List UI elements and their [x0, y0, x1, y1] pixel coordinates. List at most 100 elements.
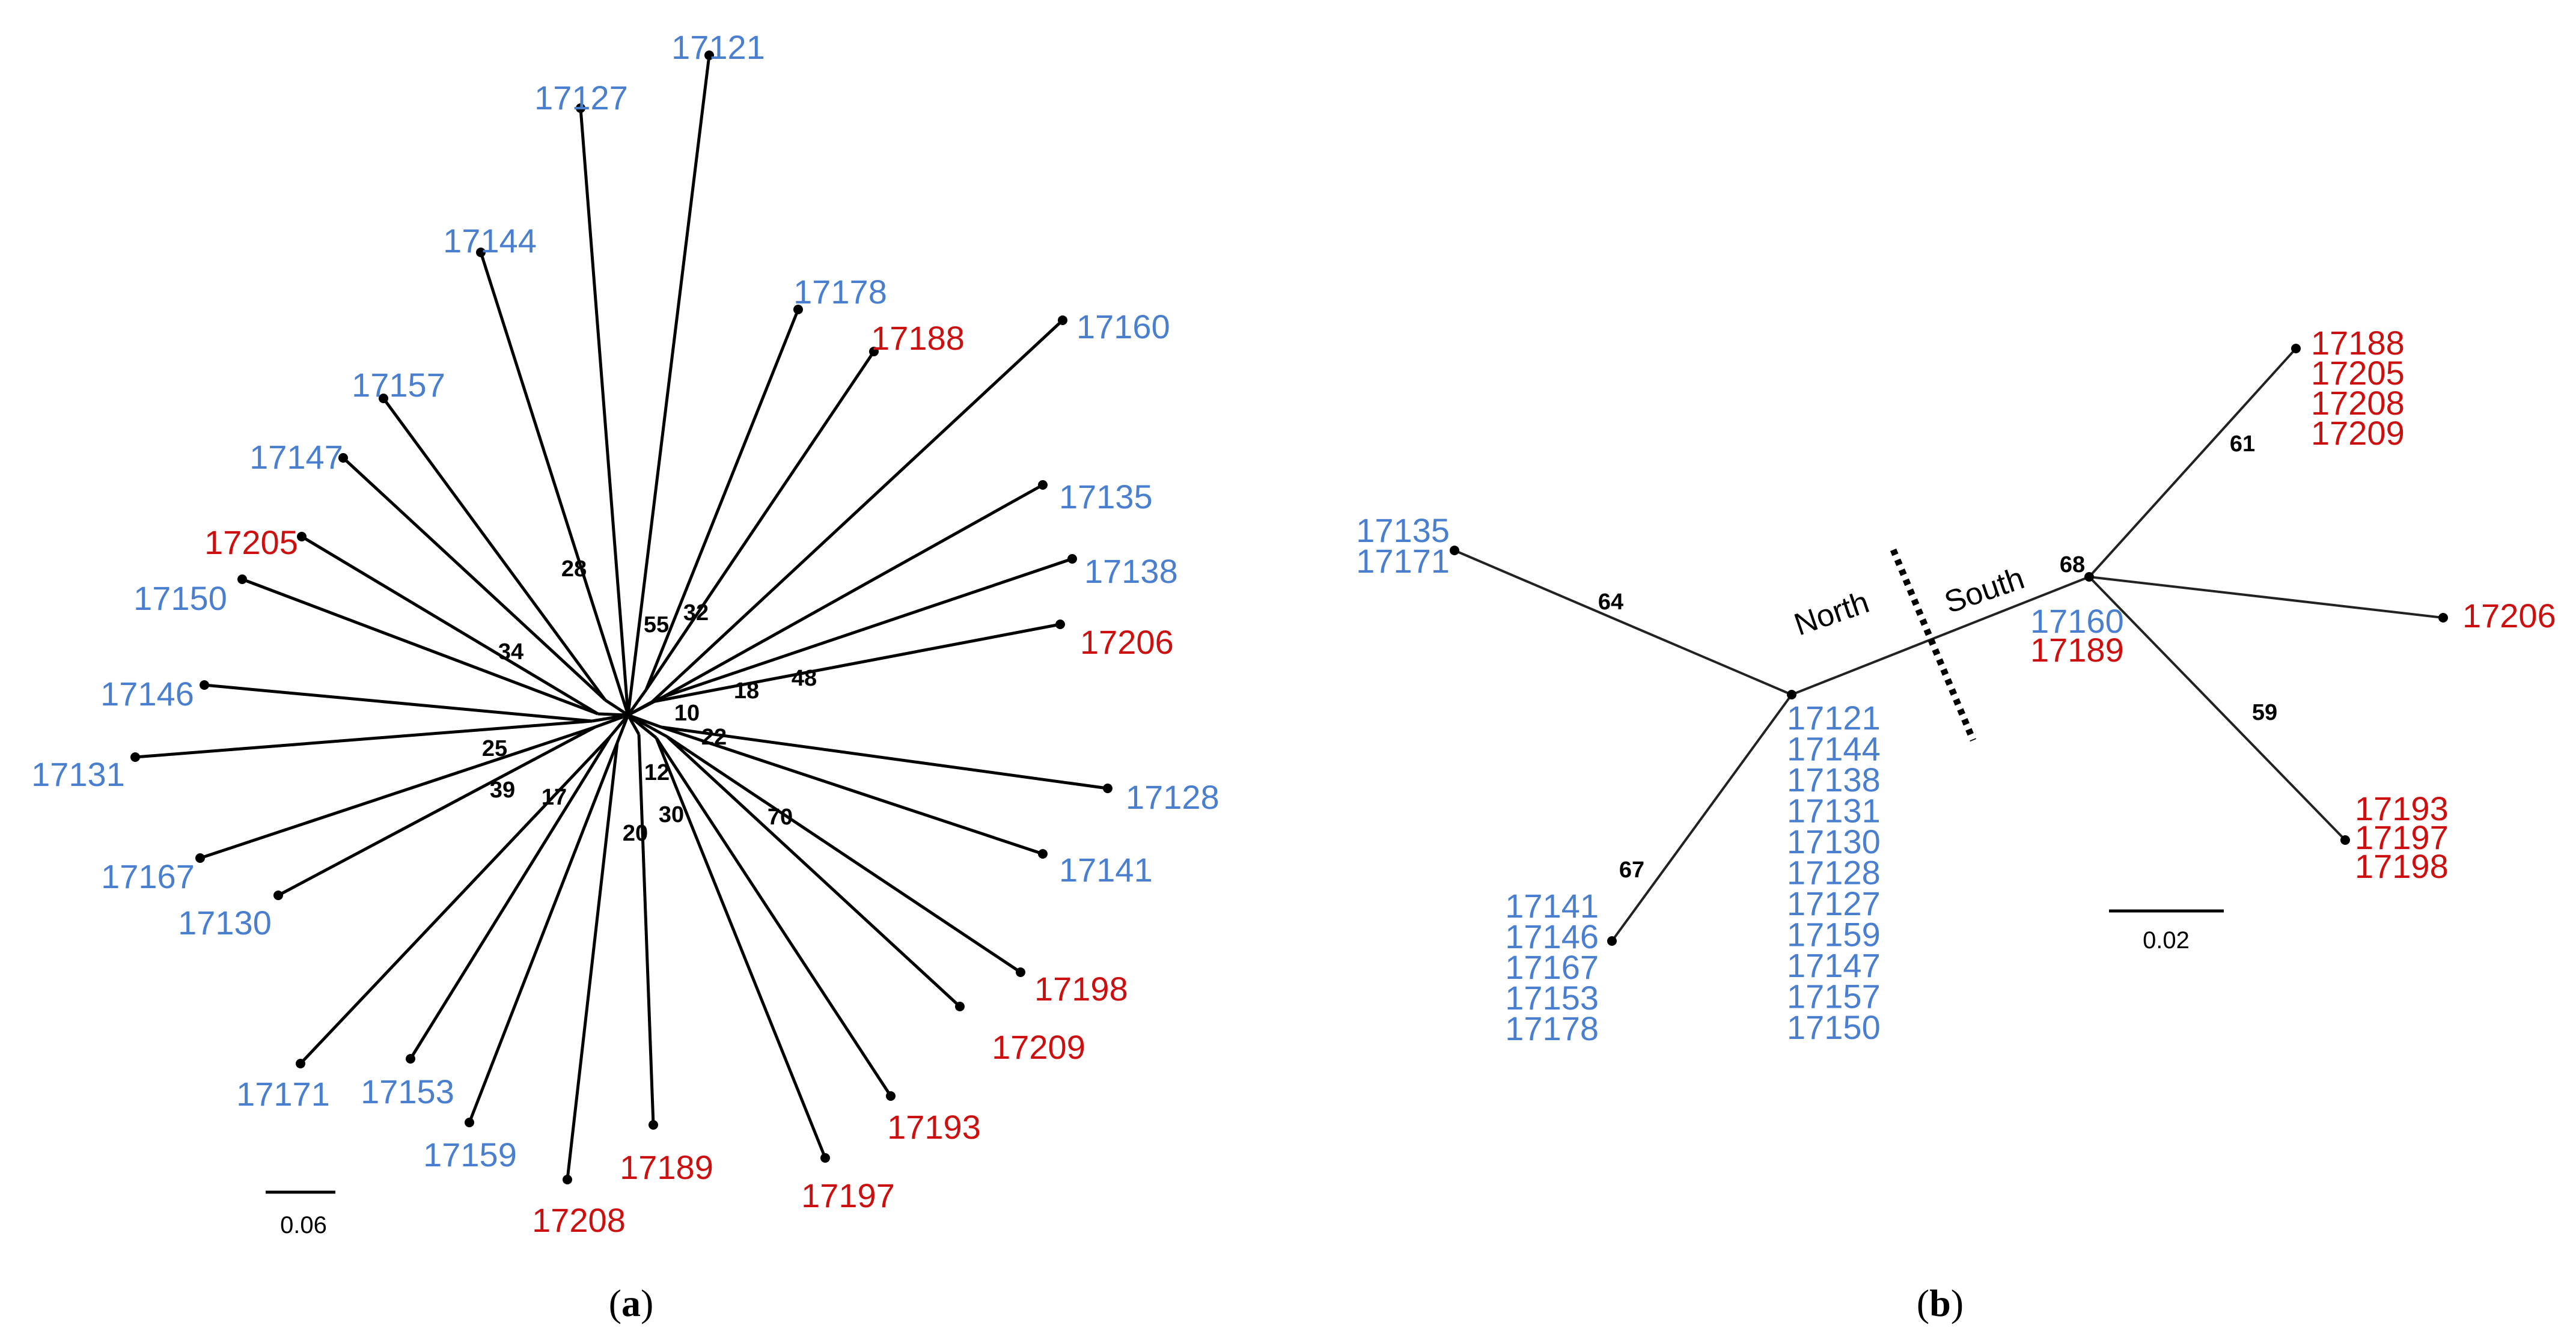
label-stack-north-node: 1712117144171381713117130171281712717159…: [1787, 699, 1881, 1046]
tip-label: 17131: [1787, 792, 1881, 830]
tip-label: 17205: [2311, 354, 2405, 392]
bootstrap-value: 67: [1619, 857, 1644, 883]
tip-node-17135: [1038, 480, 1048, 490]
tip-label: 17141: [1505, 887, 1599, 925]
tip-label: 17127: [1787, 885, 1881, 922]
tip-node-17141: [1038, 849, 1048, 859]
tip-node-17197: [820, 1153, 830, 1163]
branch-right-lower: [2088, 576, 2346, 841]
branch-left-lower: [1611, 693, 1793, 942]
branch-17198: [666, 735, 1022, 974]
tip-label: 17150: [1787, 1008, 1881, 1046]
tip-label: 17167: [101, 857, 195, 895]
tip-node-17189: [649, 1120, 658, 1130]
panel-a-branches: [135, 55, 1108, 1180]
tip-label: 17144: [1787, 730, 1881, 768]
branch-17127: [579, 108, 630, 716]
bootstrap-value: 61: [2230, 431, 2255, 457]
tip-node-17159: [465, 1118, 474, 1127]
tip-label: 17209: [992, 1028, 1085, 1066]
tip-node-17130: [273, 891, 283, 900]
branch-17141: [661, 725, 1043, 856]
branch-internal-n70: [627, 713, 668, 738]
branch-internal-n20: [615, 714, 630, 743]
bootstrap-value: 70: [768, 805, 793, 830]
tip-node-17167: [195, 853, 205, 863]
bootstrap-value: 17: [542, 785, 567, 810]
branch-17206: [652, 623, 1061, 704]
scale-bar-label: 0.02: [2143, 927, 2190, 954]
branch-17130: [277, 725, 596, 897]
tip-node-17209: [955, 1002, 965, 1011]
tip-node-right_mid: [2438, 613, 2448, 623]
tip-node-17150: [237, 574, 247, 584]
tip-label: 17147: [249, 438, 343, 476]
bootstrap-value: 32: [683, 600, 709, 626]
tip-label: 17157: [1787, 978, 1881, 1016]
tip-node-17131: [130, 752, 140, 762]
branch-17209: [666, 735, 961, 1008]
tip-label: 17189: [2030, 631, 2124, 669]
branch-north-south: [1791, 576, 2090, 696]
branch-17159: [468, 742, 619, 1123]
tip-label: 17141: [1059, 851, 1153, 889]
tip-label: 17178: [793, 273, 887, 311]
tip-label: 17188: [871, 319, 965, 357]
tip-node-17153: [406, 1054, 415, 1064]
panel-b-tips: [1450, 344, 2448, 946]
tip-node-right_upper: [2291, 344, 2301, 353]
tip-label: 17121: [671, 28, 765, 66]
tip-label: 17209: [2311, 414, 2405, 452]
north-south-divider: [1890, 548, 1977, 742]
tip-label: 17131: [31, 755, 125, 793]
panel-b-branches: [1454, 347, 2444, 942]
branch-17193: [655, 737, 893, 1097]
tip-label: 17159: [1787, 916, 1881, 954]
tip-label: 17193: [2355, 790, 2449, 827]
branch-17146: [204, 683, 593, 723]
north-label: North: [1790, 585, 1873, 642]
bootstrap-value: 68: [2060, 552, 2085, 577]
tip-node-17193: [886, 1091, 896, 1101]
tip-label: 17189: [620, 1148, 713, 1186]
bootstrap-value: 25: [482, 736, 507, 761]
tip-label: 17128: [1126, 778, 1219, 816]
tip-label: 17171: [236, 1075, 330, 1113]
bootstrap-value: 28: [561, 556, 587, 582]
bootstrap-value: 10: [674, 701, 700, 726]
branch-17208: [566, 742, 619, 1180]
branch-17167: [200, 725, 596, 860]
branch-17147: [342, 457, 606, 701]
tip-label: 17146: [100, 675, 194, 713]
branch-right-upper: [2088, 347, 2297, 578]
panel-b-scale-bar: 0.02: [2109, 909, 2224, 954]
panel-a-label: (a): [609, 1282, 654, 1324]
tip-label: 17208: [532, 1201, 626, 1239]
tip-label: 17206: [2462, 597, 2556, 635]
tip-node-17147: [338, 453, 348, 463]
branch-17144: [479, 252, 630, 716]
tip-label: 17144: [443, 222, 537, 260]
branch-internal-n39: [594, 713, 629, 729]
tip-label: 17127: [534, 79, 628, 117]
label-stack-right-mid: 17206: [2462, 597, 2556, 635]
branch-17197: [655, 737, 827, 1159]
tip-label: 17157: [352, 366, 445, 404]
tip-node-right_lower: [2340, 835, 2350, 845]
panel-a-scale-bar: 0.06: [266, 1190, 335, 1238]
tip-label: 17153: [361, 1073, 454, 1110]
branch-internal-n28: [604, 698, 629, 717]
bootstrap-value: 18: [734, 678, 759, 704]
tip-label: 17206: [1080, 623, 1174, 661]
branch-17131: [135, 719, 593, 759]
tip-node-17121: [704, 50, 714, 60]
tip-node-17171: [296, 1059, 305, 1068]
bootstrap-value: 30: [659, 802, 684, 827]
bootstrap-value: 20: [623, 821, 648, 846]
